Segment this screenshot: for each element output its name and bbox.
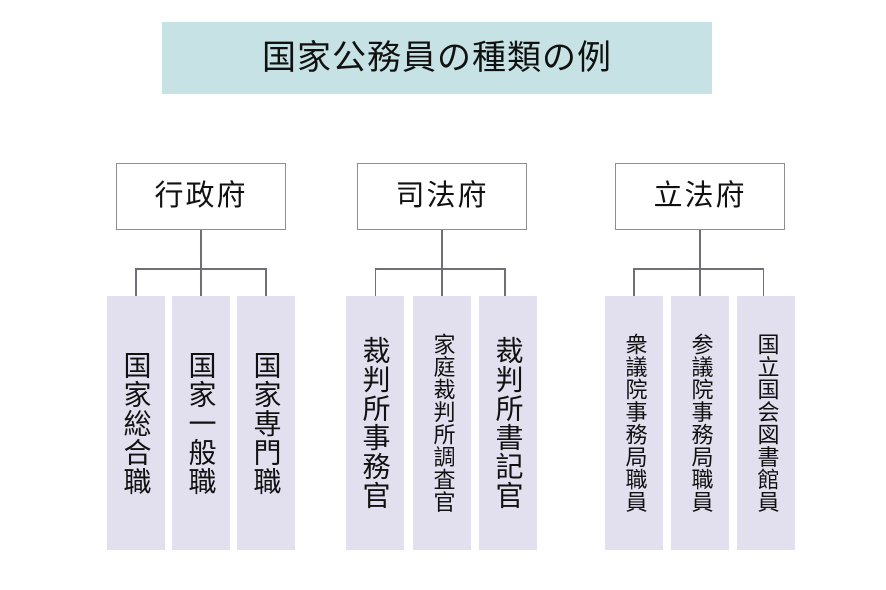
branch-label-legislative: 立法府 bbox=[653, 180, 747, 212]
page-title: 国家公務員の種類の例 bbox=[262, 39, 612, 77]
branch-label-judicial: 司法府 bbox=[395, 180, 489, 212]
connector-bar-legislative bbox=[633, 268, 764, 270]
connector-drop-executive-2 bbox=[200, 268, 202, 296]
connector-stem-executive bbox=[200, 230, 202, 268]
job-box-executive-1[interactable]: 国家総合職 bbox=[107, 296, 165, 550]
connector-stem-legislative bbox=[699, 230, 701, 268]
job-label-executive-2: 国家一般職 bbox=[185, 350, 217, 496]
job-box-executive-2[interactable]: 国家一般職 bbox=[172, 296, 230, 550]
job-label-executive-1: 国家総合職 bbox=[120, 350, 152, 496]
job-box-legislative-2[interactable]: 参議院事務局職員 bbox=[671, 296, 729, 550]
job-label-legislative-2: 参議院事務局職員 bbox=[688, 333, 714, 513]
title-banner: 国家公務員の種類の例 bbox=[162, 22, 712, 94]
connector-drop-judicial-2 bbox=[441, 268, 443, 296]
job-box-judicial-3[interactable]: 裁判所書記官 bbox=[479, 296, 537, 550]
job-label-executive-3: 国家専門職 bbox=[250, 350, 282, 496]
job-box-legislative-1[interactable]: 衆議院事務局職員 bbox=[605, 296, 663, 550]
connector-drop-judicial-1 bbox=[374, 268, 377, 296]
job-box-judicial-1[interactable]: 裁判所事務官 bbox=[346, 296, 404, 550]
branch-label-executive: 行政府 bbox=[154, 180, 248, 212]
connector-drop-executive-3 bbox=[265, 268, 267, 296]
job-label-judicial-1: 裁判所事務官 bbox=[359, 336, 391, 510]
job-box-executive-3[interactable]: 国家専門職 bbox=[237, 296, 295, 550]
connector-drop-legislative-2 bbox=[699, 268, 701, 296]
connector-drop-legislative-1 bbox=[633, 268, 635, 296]
connector-drop-executive-1 bbox=[135, 268, 137, 296]
job-label-legislative-3: 国立国会図書館員 bbox=[754, 333, 780, 513]
connector-drop-judicial-3 bbox=[504, 268, 506, 296]
branch-box-legislative[interactable]: 立法府 bbox=[615, 163, 785, 230]
job-label-judicial-3: 裁判所書記官 bbox=[492, 336, 524, 510]
connector-bar-judicial bbox=[374, 268, 506, 270]
branch-box-executive[interactable]: 行政府 bbox=[116, 163, 286, 230]
connector-stem-judicial bbox=[441, 230, 443, 268]
branch-box-judicial[interactable]: 司法府 bbox=[357, 163, 527, 230]
job-box-legislative-3[interactable]: 国立国会図書館員 bbox=[737, 296, 795, 550]
job-label-judicial-2: 家庭裁判所調査官 bbox=[430, 333, 456, 513]
job-label-legislative-1: 衆議院事務局職員 bbox=[622, 333, 648, 513]
connector-drop-legislative-3 bbox=[762, 268, 765, 296]
job-box-judicial-2[interactable]: 家庭裁判所調査官 bbox=[413, 296, 471, 550]
